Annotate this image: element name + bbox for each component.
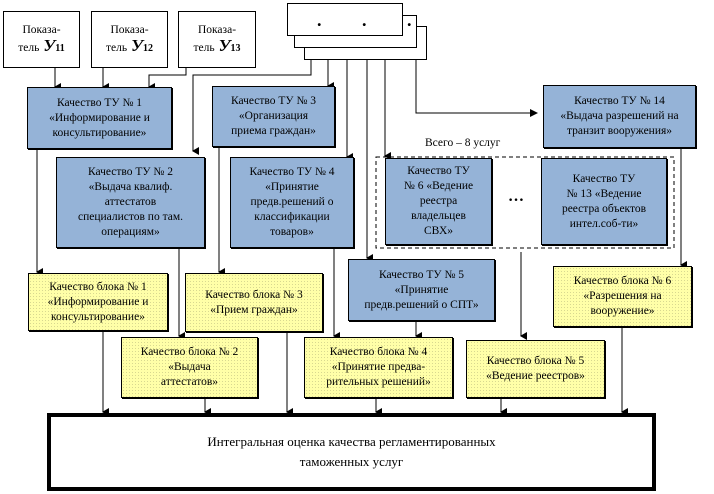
block-box-2: Качество блока № 2 «Выдача аттестатов»	[121, 337, 258, 398]
service-box-tu2: Качество ТУ № 2 «Выдача квалиф. аттестат…	[56, 157, 205, 248]
integral-assessment-box: Интегральная оценка качества регламентир…	[47, 413, 656, 491]
indicator-symbol: У12	[131, 36, 153, 55]
block-box-4: Качество блока № 4 «Принятие предва- рит…	[304, 337, 453, 398]
block-box-6: Качество блока № 6 «Разрешения на вооруж…	[553, 266, 692, 327]
block-box-5: Качество блока № 5 «Ведение реестров»	[466, 340, 605, 398]
connector	[415, 59, 538, 117]
indicator-symbol: У11	[43, 36, 64, 55]
service-box-tu3: Качество ТУ № 3 «Организация приема граж…	[212, 86, 335, 147]
more-indicators-ellipsis: . . .	[317, 10, 430, 30]
indicator-label: Показа-	[22, 24, 61, 36]
block-box-3: Качество блока № 3 «Прием граждан»	[185, 273, 323, 332]
indicator-stack-front	[287, 3, 403, 36]
group-dashed-frame	[375, 156, 675, 249]
service-box-tu1: Качество ТУ № 1 «Информирование и консул…	[27, 87, 172, 149]
service-box-tu5: Качество ТУ № 5 «Принятие предв.решений …	[348, 259, 495, 321]
symbol-subscript: 13	[230, 43, 241, 54]
service-box-tu6: Качество ТУ № 6 «Ведение реестра владель…	[385, 158, 492, 245]
service-box-tu14: Качество ТУ № 14 «Выдача разрешений на т…	[543, 85, 696, 148]
connector	[148, 67, 187, 91]
symbol-letter: У	[218, 36, 231, 55]
indicator-symbol: У13	[219, 36, 241, 55]
symbol-letter: У	[43, 36, 56, 55]
connector	[192, 59, 312, 155]
symbol-letter: У	[131, 36, 143, 55]
indicator-label: тель	[18, 42, 40, 54]
service-box-tu13: Качество ТУ № 13 «Ведение реестра объект…	[541, 158, 667, 245]
indicator-label: Показа-	[110, 24, 149, 36]
indicator-label: тель	[106, 42, 128, 54]
block-box-1: Качество блока № 1 «Информирование и кон…	[28, 273, 168, 331]
symbol-subscript: 12	[142, 43, 153, 54]
group-ellipsis: …	[508, 188, 524, 205]
indicator-label: тель	[193, 42, 215, 54]
indicator-label: Показа-	[197, 24, 237, 36]
symbol-subscript: 11	[55, 43, 65, 54]
service-box-tu4: Качество ТУ № 4 «Принятие предв.решений …	[230, 157, 354, 248]
group-label: Всего – 8 услуг	[425, 137, 501, 149]
